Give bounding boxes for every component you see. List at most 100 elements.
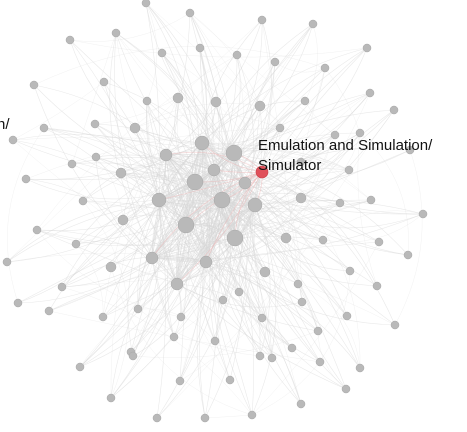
graph-node[interactable] [418,209,428,219]
graph-node[interactable] [157,48,167,58]
graph-hub-node[interactable] [199,255,213,269]
graph-node[interactable] [225,375,235,385]
graph-node[interactable] [200,413,210,423]
graph-node[interactable] [341,384,351,394]
graph-node[interactable] [2,257,12,267]
graph-hub-node[interactable] [177,216,195,234]
graph-node[interactable] [210,336,220,346]
graph-node[interactable] [185,8,195,18]
graph-node[interactable] [65,35,75,45]
graph-node[interactable] [98,312,108,322]
graph-node[interactable] [247,410,257,420]
graph-hub-node[interactable] [145,251,159,265]
graph-node[interactable] [218,295,228,305]
graph-node[interactable] [57,282,67,292]
graph-node[interactable] [175,376,185,386]
graph-node[interactable] [75,362,85,372]
graph-hub-node[interactable] [159,148,173,162]
graph-node[interactable] [142,96,152,106]
graph-node[interactable] [297,297,307,307]
graph-node[interactable] [300,96,310,106]
graph-node[interactable] [257,313,267,323]
graph-node[interactable] [117,214,129,226]
graph-hub-node[interactable] [207,163,221,177]
graph-node[interactable] [390,320,400,330]
graph-node[interactable] [176,312,186,322]
graph-node[interactable] [270,57,280,67]
graph-node[interactable] [129,122,141,134]
graph-node[interactable] [232,50,242,60]
graph-node[interactable] [105,261,117,273]
graph-node[interactable] [169,332,179,342]
graph-node[interactable] [195,43,205,53]
graph-node[interactable] [254,100,266,112]
graph-node[interactable] [152,413,162,423]
graph-hub-node[interactable] [186,173,204,191]
graph-node[interactable] [330,130,340,140]
graph-node[interactable] [90,119,100,129]
graph-node[interactable] [389,105,399,115]
graph-node[interactable] [342,311,352,321]
graph-node[interactable] [8,135,18,145]
graph-node[interactable] [99,77,109,87]
graph-node[interactable] [405,145,415,155]
graph-node[interactable] [13,298,23,308]
graph-node[interactable] [296,157,306,167]
graph-node[interactable] [115,167,127,179]
graph-node[interactable] [335,198,345,208]
graph-node[interactable] [318,235,328,245]
graph-node[interactable] [44,306,54,316]
graph-node[interactable] [313,326,323,336]
graph-node[interactable] [362,43,372,53]
graph-node[interactable] [32,225,42,235]
graph-node[interactable] [403,250,413,260]
graph-node[interactable] [172,92,184,104]
graph-node[interactable] [287,343,297,353]
graph-node[interactable] [275,123,285,133]
graph-node[interactable] [21,174,31,184]
graph-node[interactable] [365,88,375,98]
graph-node[interactable] [128,351,138,361]
graph-hub-node[interactable] [213,191,231,209]
graph-node[interactable] [91,152,101,162]
graph-node[interactable] [255,351,265,361]
graph-node[interactable] [78,196,88,206]
graph-node[interactable] [295,192,307,204]
graph-node[interactable] [29,80,39,90]
graph-node[interactable] [234,287,244,297]
graph-node[interactable] [374,237,384,247]
graph-hub-node[interactable] [247,197,263,213]
graph-node[interactable] [210,96,222,108]
graph-node[interactable] [293,279,303,289]
graph-node[interactable] [67,159,77,169]
graph-node[interactable] [315,357,325,367]
graph-node[interactable] [257,15,267,25]
graph-node[interactable] [133,304,143,314]
graph-node[interactable] [141,0,151,8]
graph-node[interactable] [111,28,121,38]
graph-hub-node[interactable] [194,135,210,151]
graph-node[interactable] [39,123,49,133]
graph-hub-node[interactable] [151,192,167,208]
highlighted-graph-node[interactable] [255,165,269,179]
graph-hub-node[interactable] [225,144,243,162]
graph-node[interactable] [345,266,355,276]
graph-node[interactable] [267,353,277,363]
graph-node[interactable] [320,63,330,73]
graph-hub-node[interactable] [226,229,244,247]
graph-node[interactable] [355,128,365,138]
graph-node[interactable] [280,232,292,244]
graph-node[interactable] [259,266,271,278]
graph-node[interactable] [355,363,365,373]
graph-hub-node[interactable] [238,176,252,190]
graph-node[interactable] [372,281,382,291]
graph-node[interactable] [366,195,376,205]
graph-node[interactable] [71,239,81,249]
graph-node[interactable] [106,393,116,403]
graph-node[interactable] [344,165,354,175]
graph-node[interactable] [296,399,306,409]
graph-hub-node[interactable] [170,277,184,291]
graph-node[interactable] [308,19,318,29]
